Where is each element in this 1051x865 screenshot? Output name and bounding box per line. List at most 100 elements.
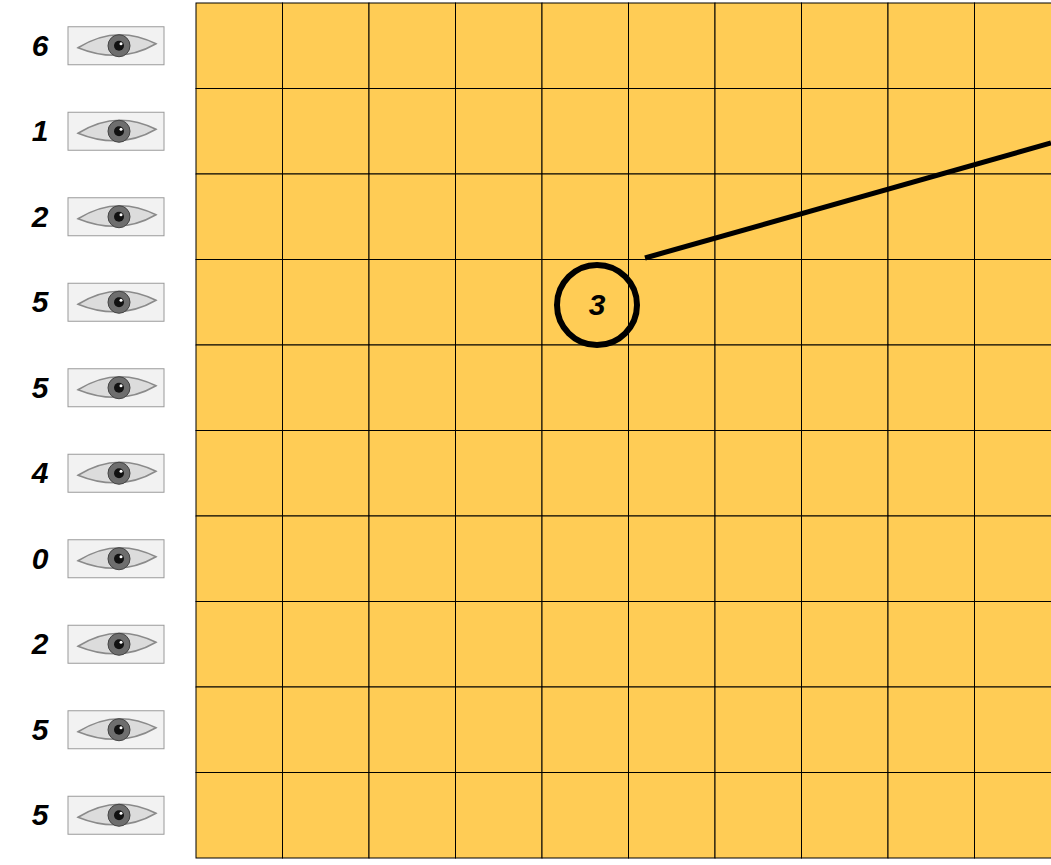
- grid-cell: [542, 773, 629, 859]
- grid-cell: [629, 773, 716, 859]
- eye-frame: [68, 198, 164, 236]
- eye-pupil: [114, 725, 124, 735]
- grid-cell: [629, 260, 716, 346]
- grid-cell: [629, 516, 716, 602]
- eye-iris: [108, 719, 130, 741]
- grid-cell: [802, 89, 889, 175]
- grid-cell: [542, 602, 629, 688]
- grid-cell: [456, 687, 543, 773]
- eye-glint: [120, 128, 123, 131]
- grid-cell: [888, 345, 975, 431]
- grid-cell: [888, 602, 975, 688]
- grid-cell: [715, 89, 802, 175]
- eye-pupil: [114, 212, 124, 222]
- grid-cell: [456, 3, 543, 89]
- grid-cell: [196, 602, 283, 688]
- grid-cell: [369, 89, 456, 175]
- eye-frame: [68, 112, 164, 150]
- grid-cell: [802, 3, 889, 89]
- grid-cell: [975, 345, 1051, 431]
- grid-cell: [629, 174, 716, 260]
- grid-cell: [629, 602, 716, 688]
- eye-frame: [68, 796, 164, 834]
- eye-pupil: [114, 126, 124, 136]
- grid-cell: [456, 773, 543, 859]
- eye-iris: [108, 462, 130, 484]
- grid-cell: [369, 516, 456, 602]
- eye-pupil: [114, 41, 124, 51]
- eye-iris: [108, 120, 130, 142]
- grid-cell: [802, 773, 889, 859]
- grid-cell: [369, 174, 456, 260]
- grid-cell: [715, 687, 802, 773]
- grid-cell: [283, 602, 370, 688]
- grid-cell: [629, 687, 716, 773]
- eye-iris: [108, 633, 130, 655]
- grid-cell: [456, 431, 543, 517]
- eye-frame: [68, 625, 164, 663]
- eye-iris: [108, 804, 130, 826]
- grid-cell: [888, 773, 975, 859]
- eye-frame: [68, 27, 164, 65]
- grid-cell: [456, 89, 543, 175]
- eye-icon: [68, 112, 164, 150]
- eye-icon: [68, 369, 164, 407]
- grid-cell: [629, 431, 716, 517]
- grid-cell: [802, 345, 889, 431]
- grid-cell: [456, 174, 543, 260]
- eye-frame: [68, 369, 164, 407]
- grid-cell: [196, 687, 283, 773]
- grid-cell: [369, 431, 456, 517]
- eye-frame: [68, 540, 164, 578]
- grid-cell: [629, 345, 716, 431]
- grid-cell: [542, 687, 629, 773]
- grid-cell: [283, 687, 370, 773]
- row-count: 2: [32, 629, 49, 659]
- grid-cell: [802, 260, 889, 346]
- eye-glint: [120, 726, 123, 729]
- eye-iris: [108, 35, 130, 57]
- row-count: 6: [32, 31, 49, 61]
- eye-pupil: [114, 639, 124, 649]
- row-count: 5: [32, 373, 49, 403]
- grid-cell: [283, 773, 370, 859]
- grid-cell: [542, 174, 629, 260]
- callout-number: 3: [589, 290, 606, 320]
- grid-cell: [369, 345, 456, 431]
- grid-cell: [715, 773, 802, 859]
- grid-cell: [369, 687, 456, 773]
- grid-cell: [283, 174, 370, 260]
- eye-pupil: [114, 297, 124, 307]
- grid-cell: [283, 431, 370, 517]
- grid-cell: [369, 260, 456, 346]
- grid-cell: [888, 431, 975, 517]
- grid-cell: [715, 602, 802, 688]
- grid-cell: [975, 687, 1051, 773]
- grid-cell: [975, 773, 1051, 859]
- eye-icon: [68, 625, 164, 663]
- grid-cell: [888, 516, 975, 602]
- grid-cell: [715, 260, 802, 346]
- eye-glint: [120, 812, 123, 815]
- grid-cell: [196, 345, 283, 431]
- grid-cell: [802, 516, 889, 602]
- grid-cell: [888, 687, 975, 773]
- grid-cell: [715, 516, 802, 602]
- grid-cell: [802, 687, 889, 773]
- grid-cell: [456, 602, 543, 688]
- grid-cell: [802, 602, 889, 688]
- eye-iris: [108, 548, 130, 570]
- grid-cell: [802, 431, 889, 517]
- row-count: 5: [32, 800, 49, 830]
- grid-cell: [456, 345, 543, 431]
- grid-cell: [975, 431, 1051, 517]
- grid-cell: [196, 516, 283, 602]
- row-count: 4: [32, 458, 49, 488]
- grid-cell: [542, 89, 629, 175]
- eye-glint: [120, 384, 123, 387]
- grid-cell: [196, 89, 283, 175]
- grid-cell: [975, 260, 1051, 346]
- grid-cell: [283, 3, 370, 89]
- eye-icon: [68, 454, 164, 492]
